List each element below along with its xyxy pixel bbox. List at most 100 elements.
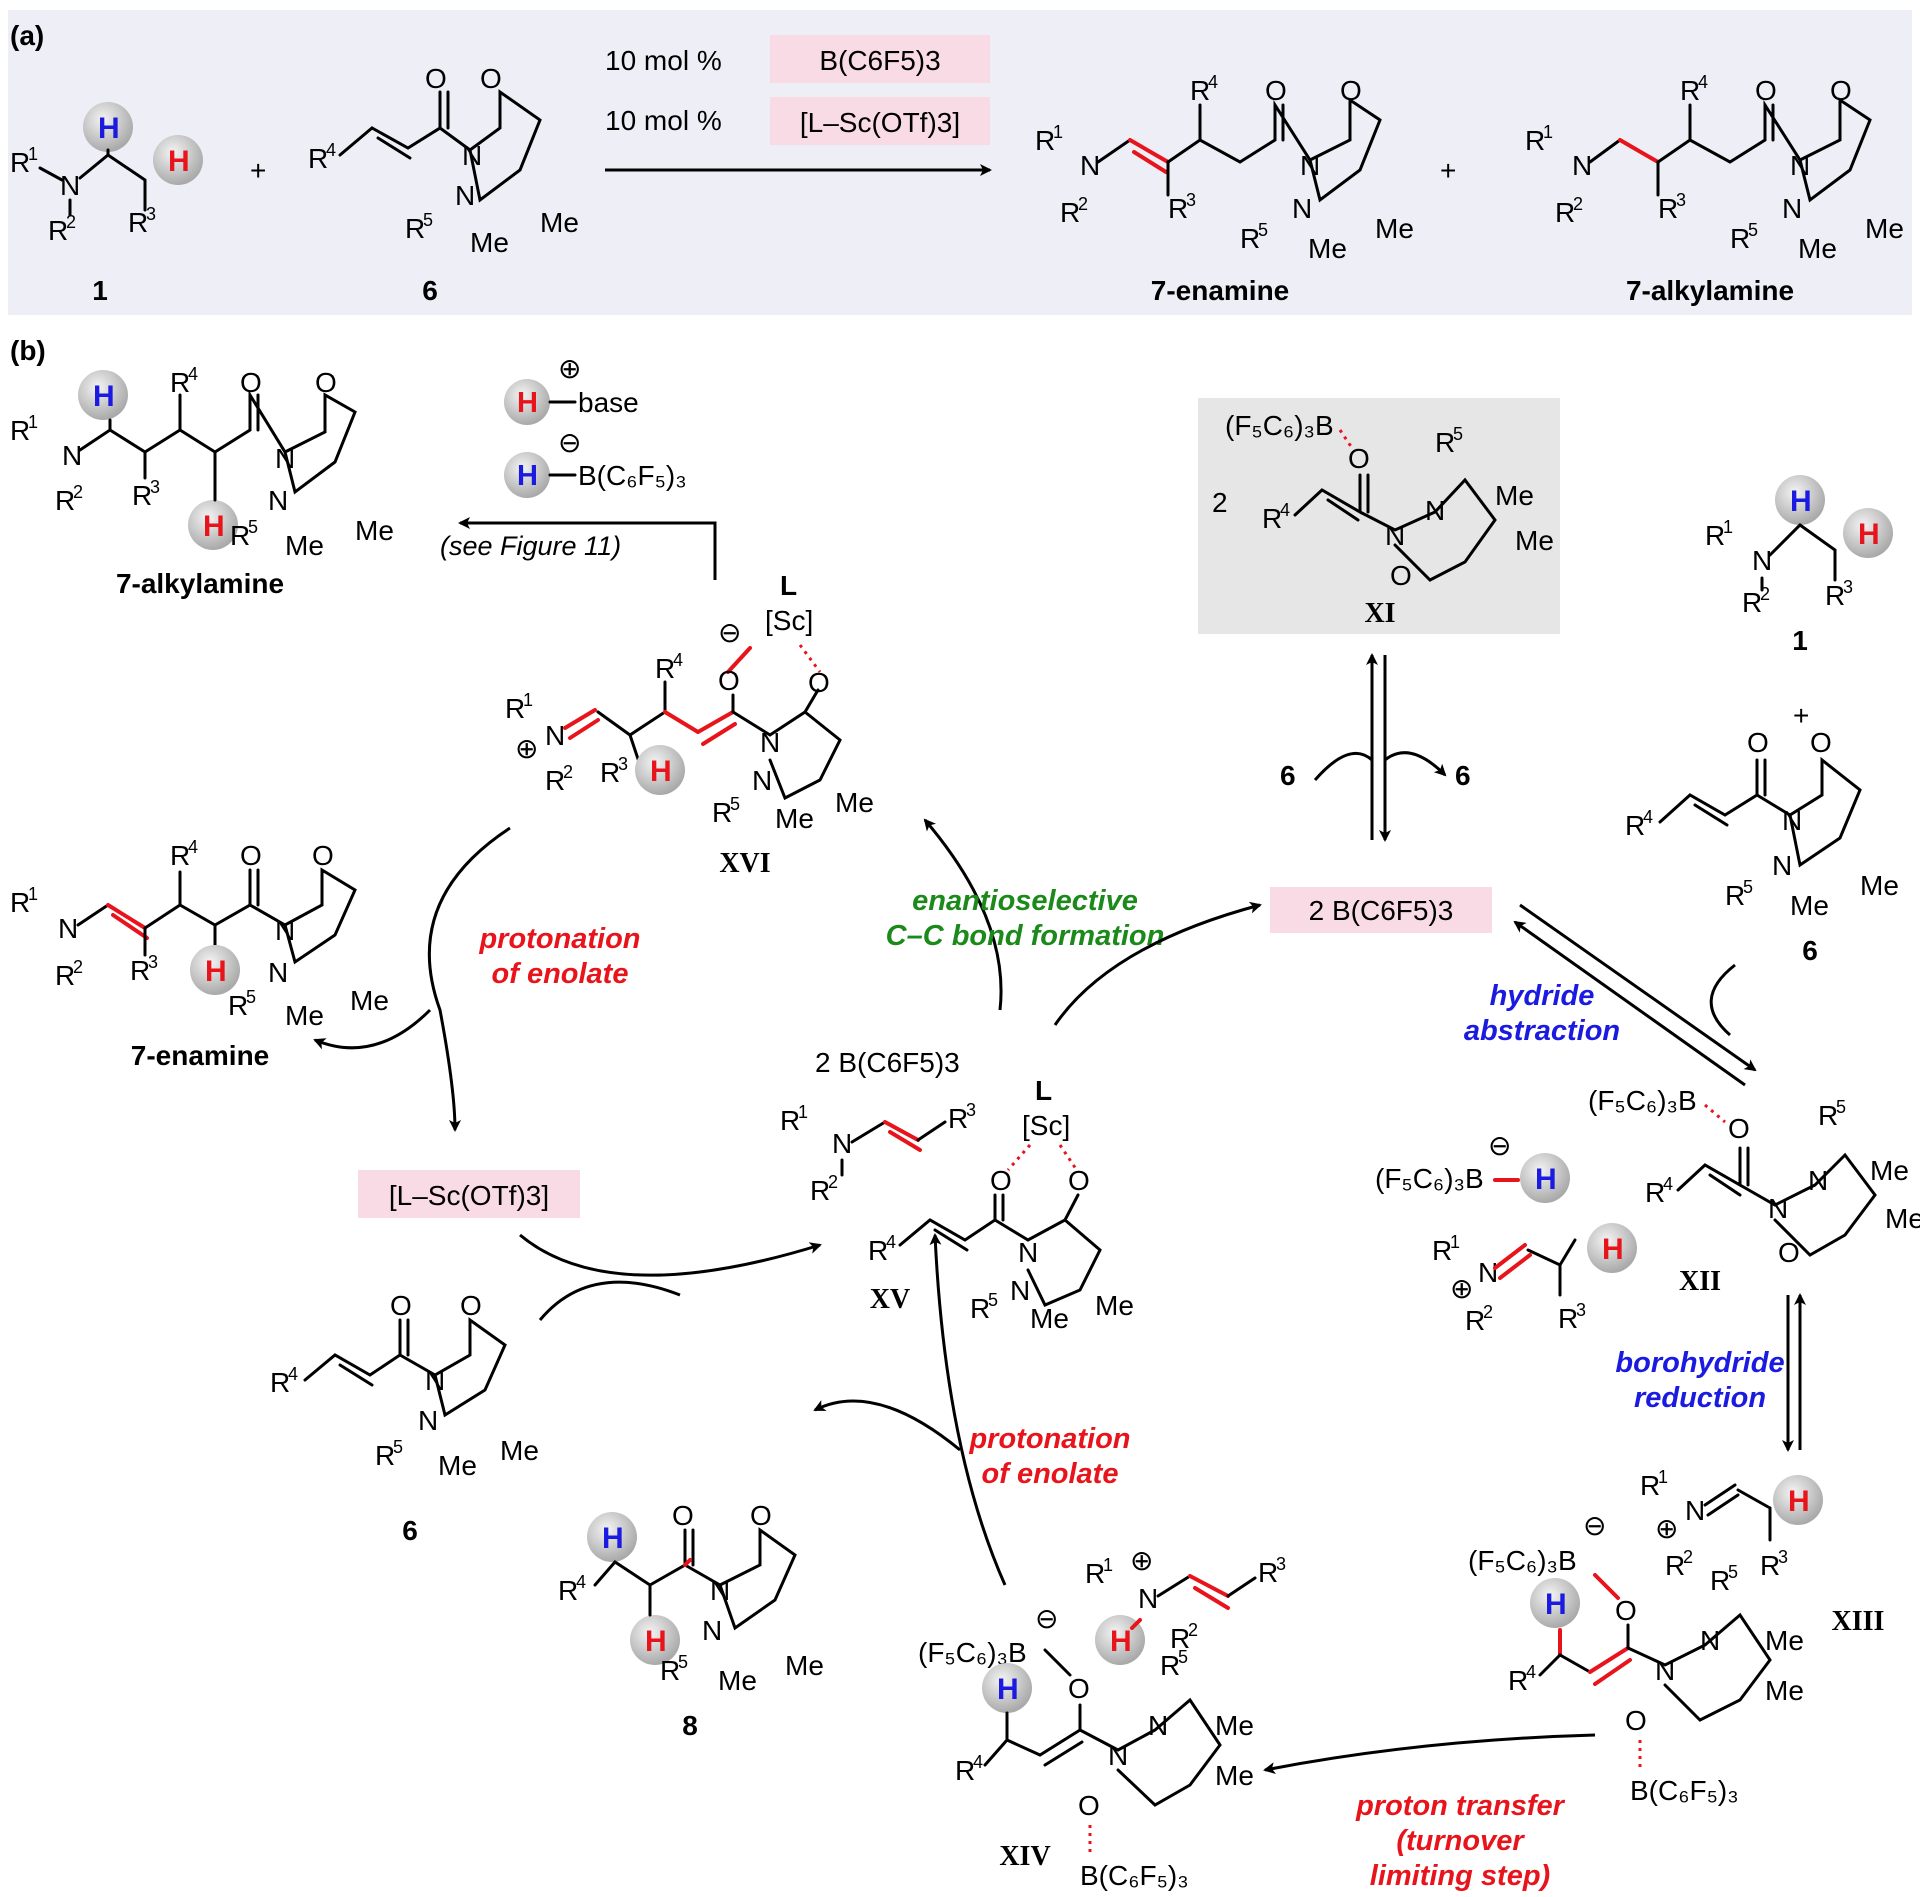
svg-text:H: H (602, 1522, 624, 1555)
svg-text:Me: Me (1865, 213, 1904, 244)
svg-text:Me: Me (1515, 525, 1554, 556)
svg-text:Me: Me (1765, 1625, 1804, 1656)
svg-text:N: N (702, 1615, 722, 1646)
svg-text:4: 4 (1280, 500, 1290, 520)
svg-text:N: N (710, 1575, 730, 1606)
svg-text:R: R (1168, 193, 1188, 224)
hydride-arrow-fwd (1519, 903, 1757, 1072)
svg-text:O: O (1755, 75, 1777, 106)
step-proton-transfer-1: proton transfer (1355, 1790, 1566, 1822)
six-out-curve (1384, 751, 1447, 777)
svg-text:Me: Me (1095, 1290, 1134, 1321)
svg-text:4: 4 (188, 837, 198, 857)
svg-text:O: O (750, 1500, 772, 1531)
svg-text:O: O (425, 63, 447, 94)
svg-text:5: 5 (1728, 1562, 1738, 1582)
svg-text:H: H (203, 510, 225, 543)
svg-text:R: R (1760, 1550, 1780, 1581)
svg-text:R: R (1190, 75, 1210, 106)
svg-text:R: R (1625, 810, 1645, 841)
svg-text:R: R (1240, 223, 1260, 254)
svg-text:4: 4 (673, 650, 683, 670)
svg-text:R: R (655, 653, 675, 684)
svg-text:Me: Me (470, 227, 509, 258)
svg-text:1: 1 (1103, 1555, 1113, 1575)
svg-text:N: N (1108, 1740, 1128, 1771)
svg-text:B(C₆F₅)₃: B(C₆F₅)₃ (1080, 1860, 1189, 1891)
svg-text:Me: Me (718, 1665, 757, 1696)
svg-text:N: N (1768, 1193, 1788, 1224)
step-hydride-2: abstraction (1464, 1015, 1620, 1047)
arrow-to-compound-8 (813, 1399, 961, 1452)
svg-text:Me: Me (1798, 233, 1837, 264)
svg-text:R: R (1725, 880, 1745, 911)
svg-text:2: 2 (73, 957, 83, 977)
svg-text:Me: Me (1870, 1155, 1909, 1186)
svg-text:N: N (1685, 1495, 1705, 1526)
svg-text:(F₅C₆)₃B: (F₅C₆)₃B (1588, 1085, 1697, 1116)
svg-text:O: O (990, 1165, 1012, 1196)
step-cc-2: C–C bond formation (886, 920, 1165, 952)
svg-text:Me: Me (1215, 1760, 1254, 1791)
svg-text:R: R (1085, 1558, 1105, 1589)
reagent2-loading: 10 mol % (605, 105, 722, 136)
svg-text:N: N (1080, 150, 1100, 181)
svg-text:3: 3 (148, 952, 158, 972)
product-alkylamine-label: 7-alkylamine (1626, 275, 1794, 306)
svg-text:5: 5 (1748, 220, 1758, 240)
svg-text:H: H (1790, 485, 1812, 518)
svg-text:R: R (170, 367, 190, 398)
step-proton-transfer-2: (turnover (1396, 1825, 1525, 1857)
borohydride-iminium-pair: (F₅C₆)₃B ⊖ H R1 N ⊕ R2 H R3 (1375, 1130, 1637, 1336)
svg-text:H: H (168, 145, 190, 178)
svg-text:N: N (1782, 805, 1802, 836)
svg-text:⊕: ⊕ (1130, 1545, 1153, 1576)
svg-text:N: N (60, 170, 80, 201)
svg-text:N: N (58, 913, 78, 944)
svg-text:R: R (1035, 125, 1055, 156)
svg-text:N: N (1808, 1165, 1828, 1196)
svg-text:R: R (1710, 1565, 1730, 1596)
panel-a-label: (a) (10, 20, 44, 51)
xiv-label: XIV (999, 1841, 1050, 1872)
reagent1-text: B(C6F5)3 (819, 45, 940, 76)
svg-text:R: R (132, 480, 152, 511)
svg-text:2: 2 (1483, 1302, 1493, 1322)
svg-text:H: H (98, 112, 120, 145)
svg-text:Me: Me (775, 803, 814, 834)
svg-text:N: N (455, 180, 475, 211)
reagent1-box (770, 35, 990, 83)
svg-text:3: 3 (1843, 577, 1853, 597)
svg-text:⊕: ⊕ (558, 353, 581, 384)
svg-text:N: N (1148, 1710, 1168, 1741)
svg-text:R: R (955, 1755, 975, 1786)
svg-text:Me: Me (1495, 480, 1534, 511)
arrow-to-alkylamine (458, 517, 717, 580)
svg-text:R: R (660, 1655, 680, 1686)
svg-text:N: N (1772, 850, 1792, 881)
svg-text:N: N (832, 1128, 852, 1159)
compound-6-lower-label: 6 (402, 1515, 418, 1546)
svg-text:R: R (48, 215, 68, 246)
svg-text:R: R (712, 797, 732, 828)
svg-text:O: O (240, 367, 262, 398)
svg-text:H: H (517, 387, 538, 419)
svg-text:B(C₆F₅)₃: B(C₆F₅)₃ (578, 460, 687, 491)
svg-text:N: N (268, 957, 288, 988)
svg-text:N: N (462, 140, 482, 171)
arrow-xv-to-xvi (923, 818, 1003, 1011)
svg-text:R: R (375, 1440, 395, 1471)
svg-text:R: R (810, 1175, 830, 1206)
svg-text:3: 3 (618, 754, 628, 774)
svg-text:R: R (1160, 1650, 1180, 1681)
svg-text:R: R (1818, 1100, 1838, 1131)
svg-text:3: 3 (1276, 1554, 1286, 1574)
amine-1-right-structure: H H R1 N R2 R3 (1705, 475, 1893, 618)
svg-text:Me: Me (1375, 213, 1414, 244)
svg-text:⊖: ⊖ (558, 427, 581, 458)
svg-text:R: R (55, 960, 75, 991)
